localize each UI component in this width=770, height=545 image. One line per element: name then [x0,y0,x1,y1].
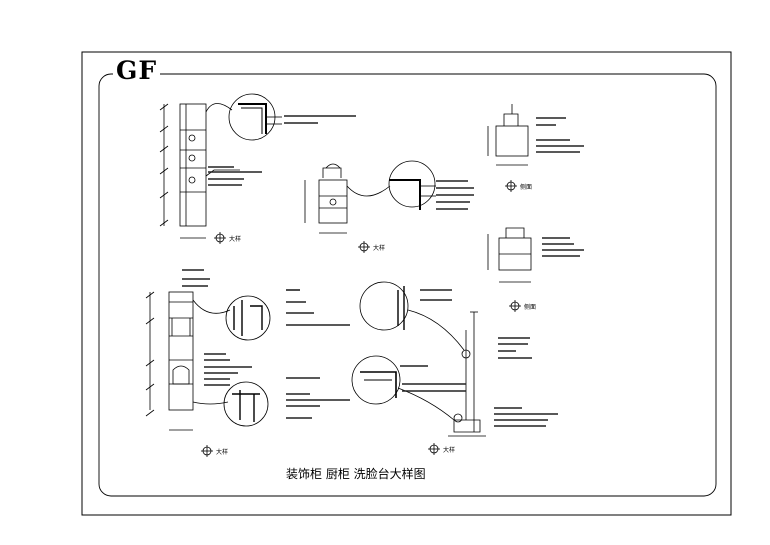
view-side-2 [487,227,532,312]
annotation-lines [182,115,584,427]
brand-logo: GF [113,58,161,83]
view-side-1 [487,104,529,192]
inner-border [98,73,717,497]
view-kitchen-cabinet [304,160,436,253]
view-tall-cabinet [145,291,271,457]
scale-label-v4: 侧面 [524,304,537,311]
view-decor-cabinet [159,93,282,244]
outer-frame [81,51,732,516]
scale-label-v2: 大样 [373,245,386,252]
scale-label-v1: 大样 [229,236,242,243]
scale-label-v6: 大样 [443,447,456,454]
scale-label-v3: 侧面 [520,184,533,191]
scale-label-v5: 大样 [216,449,229,456]
view-wash-basin [351,281,486,455]
drawing-caption: 装饰柜 厨柜 洗脸台大样图 [286,467,426,481]
